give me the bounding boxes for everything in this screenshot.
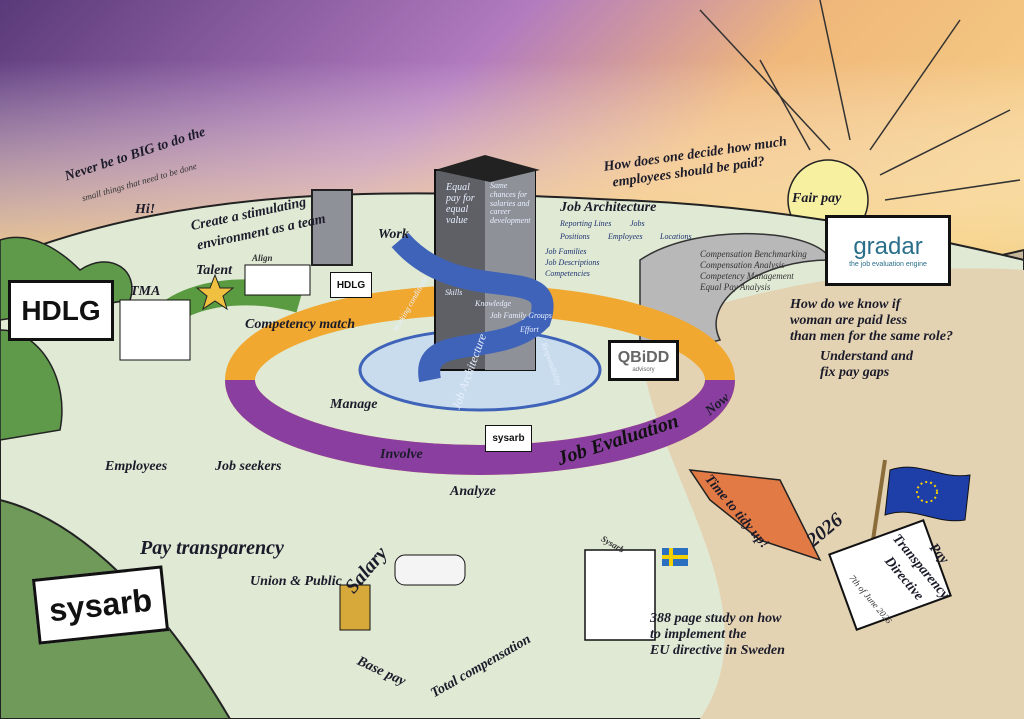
tower-equal-pay: Equal pay for equal value xyxy=(446,182,475,226)
directive-book xyxy=(828,519,952,631)
ribbon-item: Knowledge xyxy=(475,299,511,308)
sun-rays-icon xyxy=(699,0,1021,201)
office-building xyxy=(311,189,353,266)
pathway-item: Equal Pay Analysis xyxy=(700,282,771,292)
hdlg-logo-text: HDLG xyxy=(21,294,101,326)
label-pay-transparency: Pay transparency xyxy=(140,537,284,559)
ribbon-item: Reporting Lines xyxy=(560,219,612,228)
car-icon xyxy=(394,554,466,586)
label-analyze: Analyze xyxy=(450,484,496,499)
ribbon-item: Competencies xyxy=(545,269,590,278)
quote-study-1: 388 page study on how xyxy=(650,611,782,626)
coin-stack-icon xyxy=(339,584,371,631)
sysarb-logo-text: sysarb xyxy=(47,581,154,628)
label-job-architecture: Job Architecture xyxy=(560,200,657,215)
orange-arrow xyxy=(688,469,822,562)
ribbon-item: Jobs xyxy=(630,219,645,228)
label-align: Align xyxy=(252,253,273,263)
sand-ground xyxy=(640,268,1024,719)
label-competency-match: Competency match xyxy=(245,317,356,332)
qbidd-logo-text: QBiDD xyxy=(617,348,670,366)
ribbon-item: Job Families xyxy=(545,247,587,256)
sweden-flag-cross-h xyxy=(662,555,688,559)
qbidd-tagline: advisory xyxy=(632,366,655,373)
ribbon-item: Job Family Groups xyxy=(490,311,552,320)
quote-fair-pay: Fair pay xyxy=(792,191,842,206)
quote-how-know-1: How do we know if xyxy=(790,297,901,312)
talent-grid xyxy=(244,264,311,296)
label-involve: Involve xyxy=(380,447,423,462)
paper-stack xyxy=(584,549,656,641)
quote-how-know-3: than men for the same role? xyxy=(790,329,953,344)
gradar-tagline: the job evaluation engine xyxy=(849,261,927,268)
tower-same-chances: Same chances for salaries and career dev… xyxy=(490,181,531,226)
label-work: Work xyxy=(378,227,409,242)
ribbon-item: Employees xyxy=(608,232,643,241)
ribbon-item: Effort xyxy=(520,325,539,334)
tma-chart xyxy=(119,299,191,361)
ribbon-item: Job Descriptions xyxy=(545,258,600,267)
gradar-logo: gradar the job evaluation engine xyxy=(825,215,951,286)
pathway-item: Compensation Benchmarking xyxy=(700,249,807,259)
label-job-seekers: Job seekers xyxy=(215,459,282,474)
hdlg-logo: HDLG xyxy=(8,280,114,341)
hdlg-laptop: HDLG xyxy=(330,272,372,298)
gradar-logo-text: gradar xyxy=(853,233,923,260)
label-union-public: Union & Public xyxy=(250,574,342,589)
hdlg-laptop-text: HDLG xyxy=(336,279,366,291)
quote-study-3: EU directive in Sweden xyxy=(650,643,785,658)
sysarb-laptop: sysarb xyxy=(485,425,532,452)
ribbon-item: Skills xyxy=(445,288,463,297)
qbidd-logo: QBiDD advisory xyxy=(608,340,679,381)
label-tma: TMA xyxy=(130,284,161,299)
quote-study-2: to implement the xyxy=(650,627,747,642)
ribbon-item: Positions xyxy=(560,232,590,241)
quote-fix-gaps-1: Understand and xyxy=(820,349,913,364)
ribbon-item: Locations xyxy=(660,232,692,241)
quote-hi: Hi! xyxy=(135,202,156,217)
pathway-item: Compensation Analysis xyxy=(700,260,785,270)
sysarb-logo: sysarb xyxy=(31,565,170,645)
label-employees: Employees xyxy=(105,459,168,474)
quote-how-know-2: woman are paid less xyxy=(790,313,908,328)
quote-fix-gaps-2: fix pay gaps xyxy=(820,365,890,380)
label-talent: Talent xyxy=(196,263,233,278)
tower xyxy=(391,155,554,383)
star-icon xyxy=(195,273,235,311)
sysarb-laptop-text: sysarb xyxy=(492,433,525,444)
label-manage: Manage xyxy=(330,397,378,412)
pathway-item: Competency Management xyxy=(700,271,794,281)
